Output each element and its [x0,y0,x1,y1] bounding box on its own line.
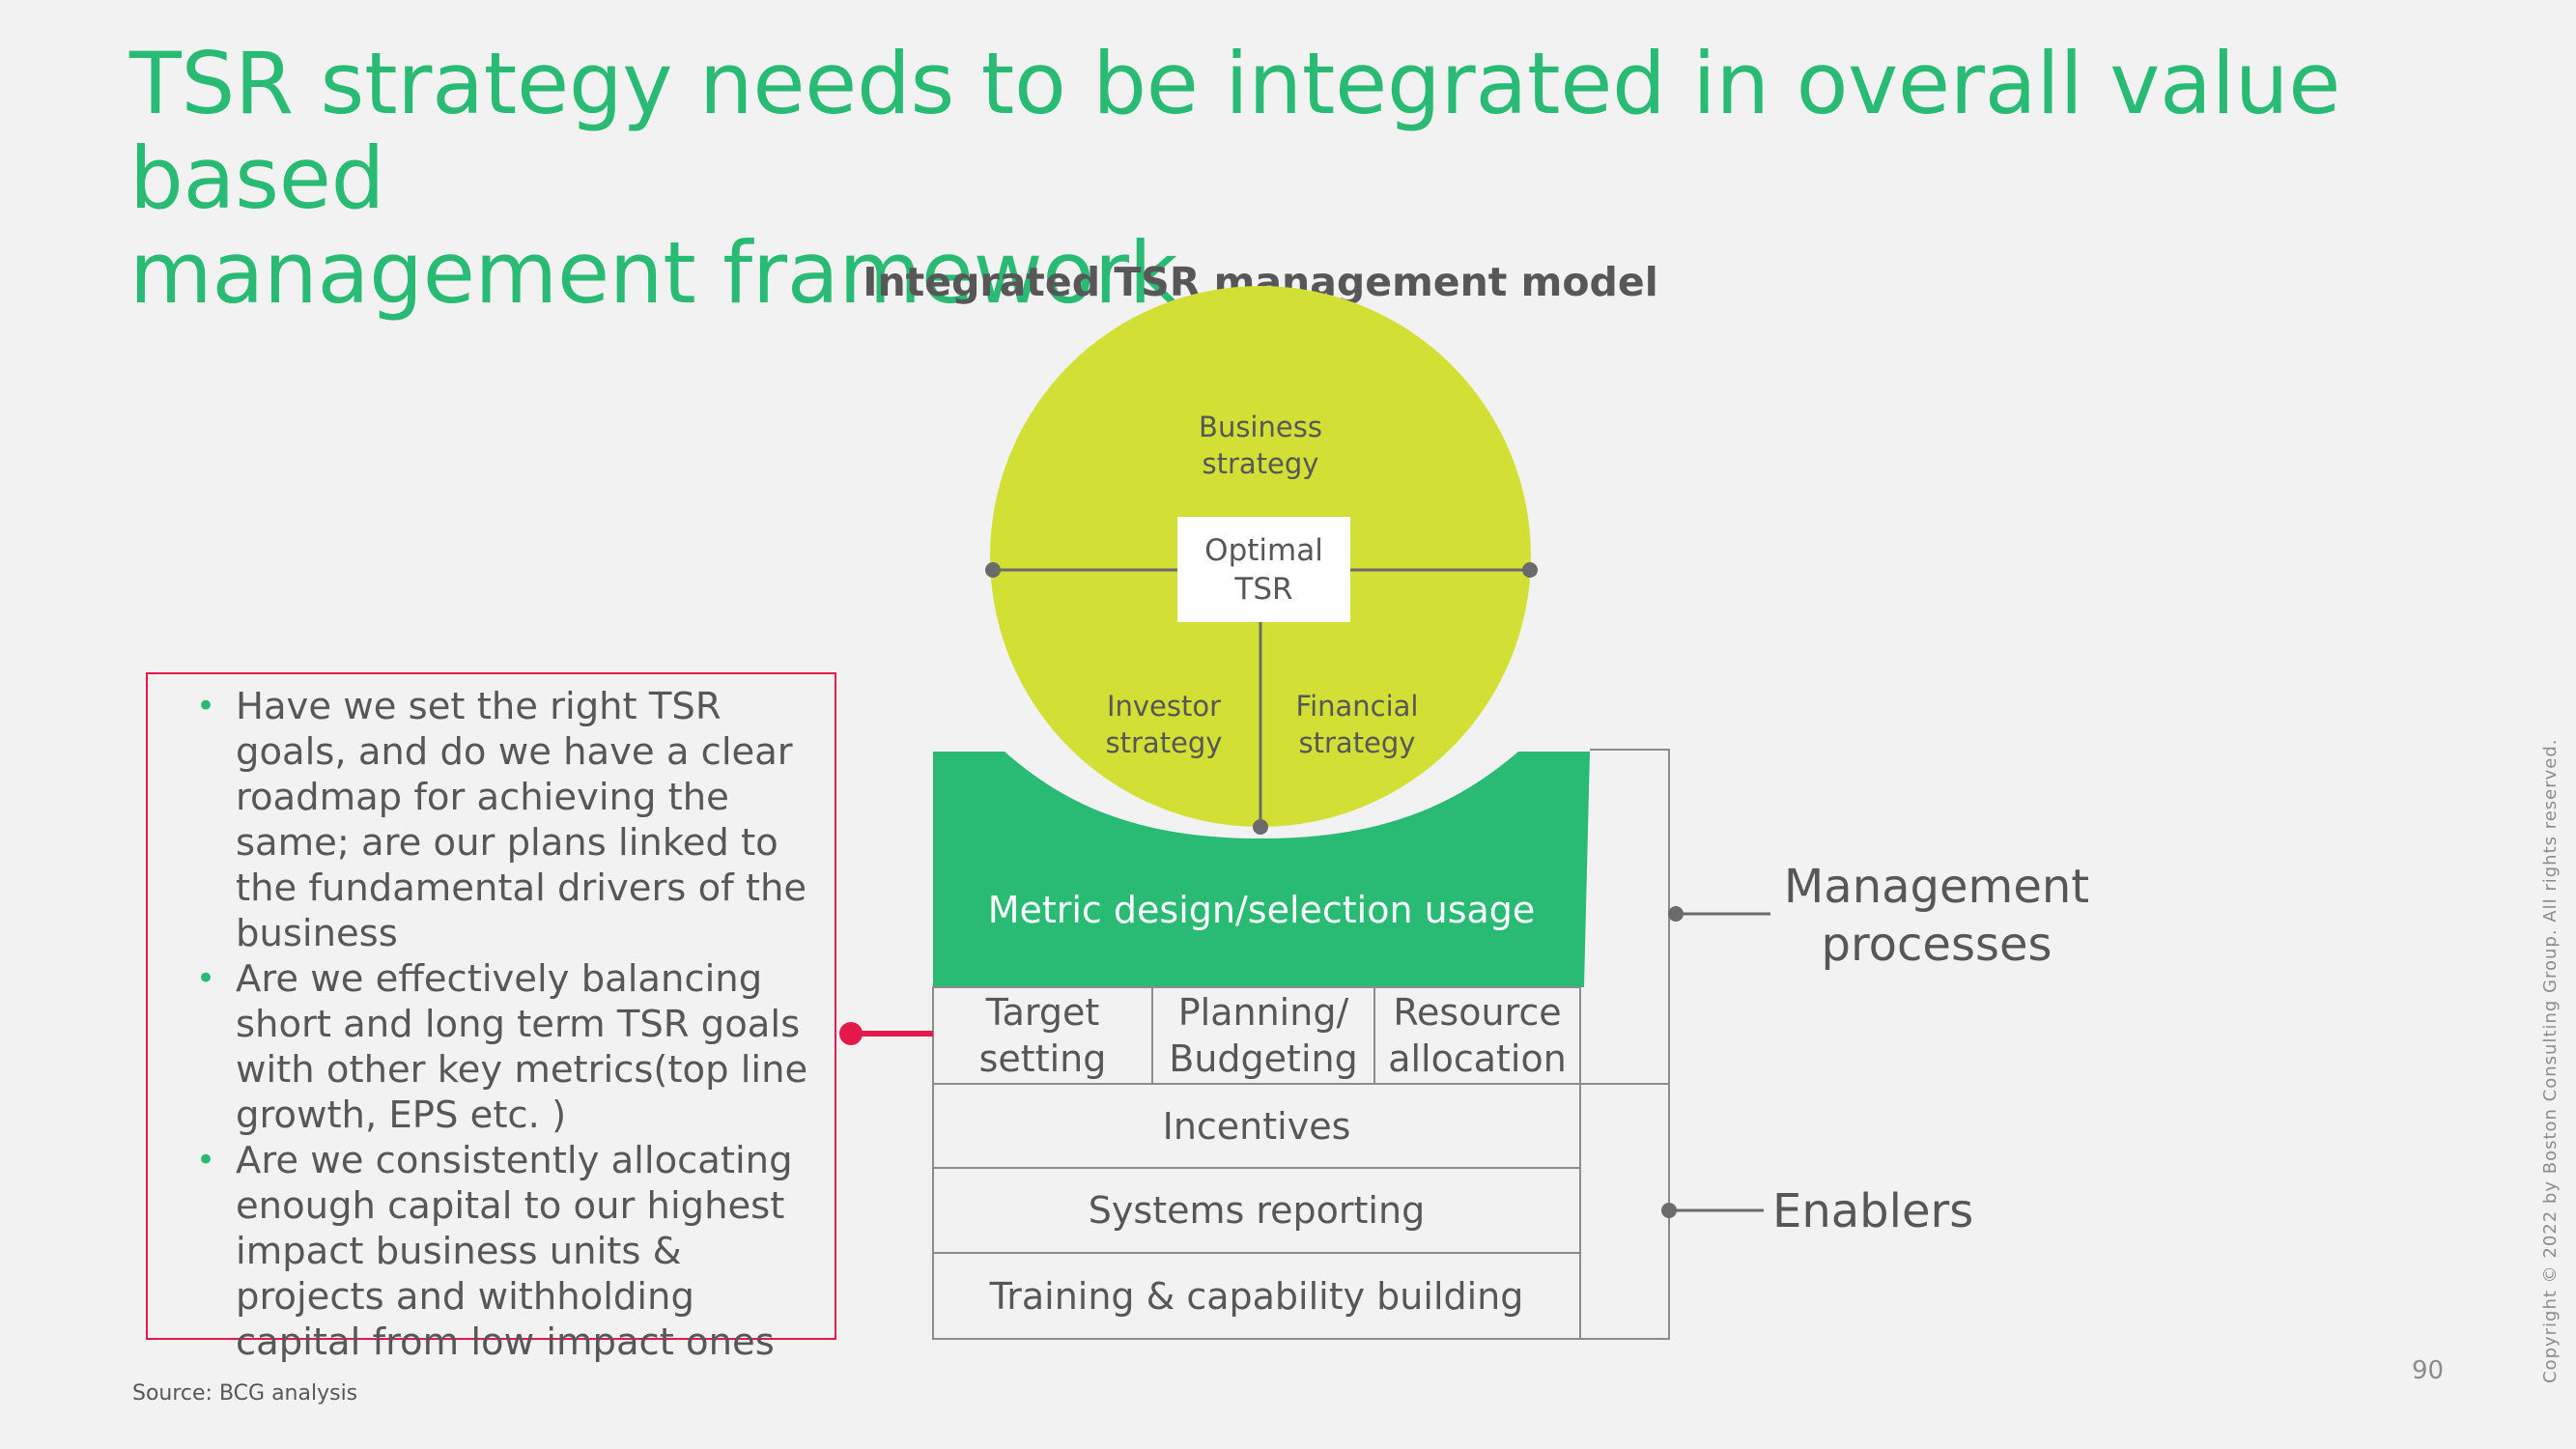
right-brackets [1580,749,1670,1340]
bullet: • [196,959,216,998]
process-resource-allocation: Resource allocation [1388,991,1567,1080]
framework-table-grid [932,986,1581,1340]
page-number: 90 [2412,1356,2445,1385]
key-questions-box: • Have we set the right TSR goals, and do… [146,672,836,1364]
question-text: Are we consistently allocating enough ca… [236,1139,793,1364]
bullet: • [196,1141,216,1179]
question-item: • Are we consistently allocating enough c… [196,1138,824,1365]
copyright-notice: Copyright © 2022 by Boston Consulting Gr… [2540,738,2561,1383]
metric-bowl-shape [933,752,1590,987]
left-dot [985,562,1001,578]
process-target-setting: Target setting [978,991,1107,1080]
question-connector-dot [839,1022,863,1045]
enablers-label: Enablers [1772,1184,1974,1238]
management-connector-dot [1668,906,1684,922]
right-dot [1522,562,1538,578]
metric-design-label: Metric design/selection usage [987,889,1536,931]
enabler-incentives: Incentives [1162,1104,1351,1148]
enablers-connector-dot [1661,1203,1677,1218]
optimal-tsr-box: Optimal TSR [1177,517,1350,622]
question-item: • Have we set the right TSR goals, and do… [196,684,824,956]
financial-strategy-label: Financial strategy [1295,690,1419,759]
enabler-training: Training & capability building [989,1274,1524,1318]
business-strategy-label: Business strategy [1199,411,1322,480]
question-text: Are we effectively balancing short and l… [236,957,808,1137]
bullet: • [196,687,216,725]
key-questions-list: • Have we set the right TSR goals, and do… [196,684,824,1365]
question-text: Have we set the right TSR goals, and do … [236,685,807,955]
investor-strategy-label: Investor strategy [1105,690,1223,759]
bottom-dot [1253,819,1268,835]
enabler-systems-reporting: Systems reporting [1088,1189,1426,1232]
process-planning-budgeting: Planning/ Budgeting [1169,991,1358,1080]
slide-title: TSR strategy needs to be integrated in o… [129,34,2341,323]
management-processes-label: Management processes [1783,860,2090,972]
source-note: Source: BCG analysis [132,1381,358,1406]
question-item: • Are we effectively balancing short and … [196,956,824,1138]
